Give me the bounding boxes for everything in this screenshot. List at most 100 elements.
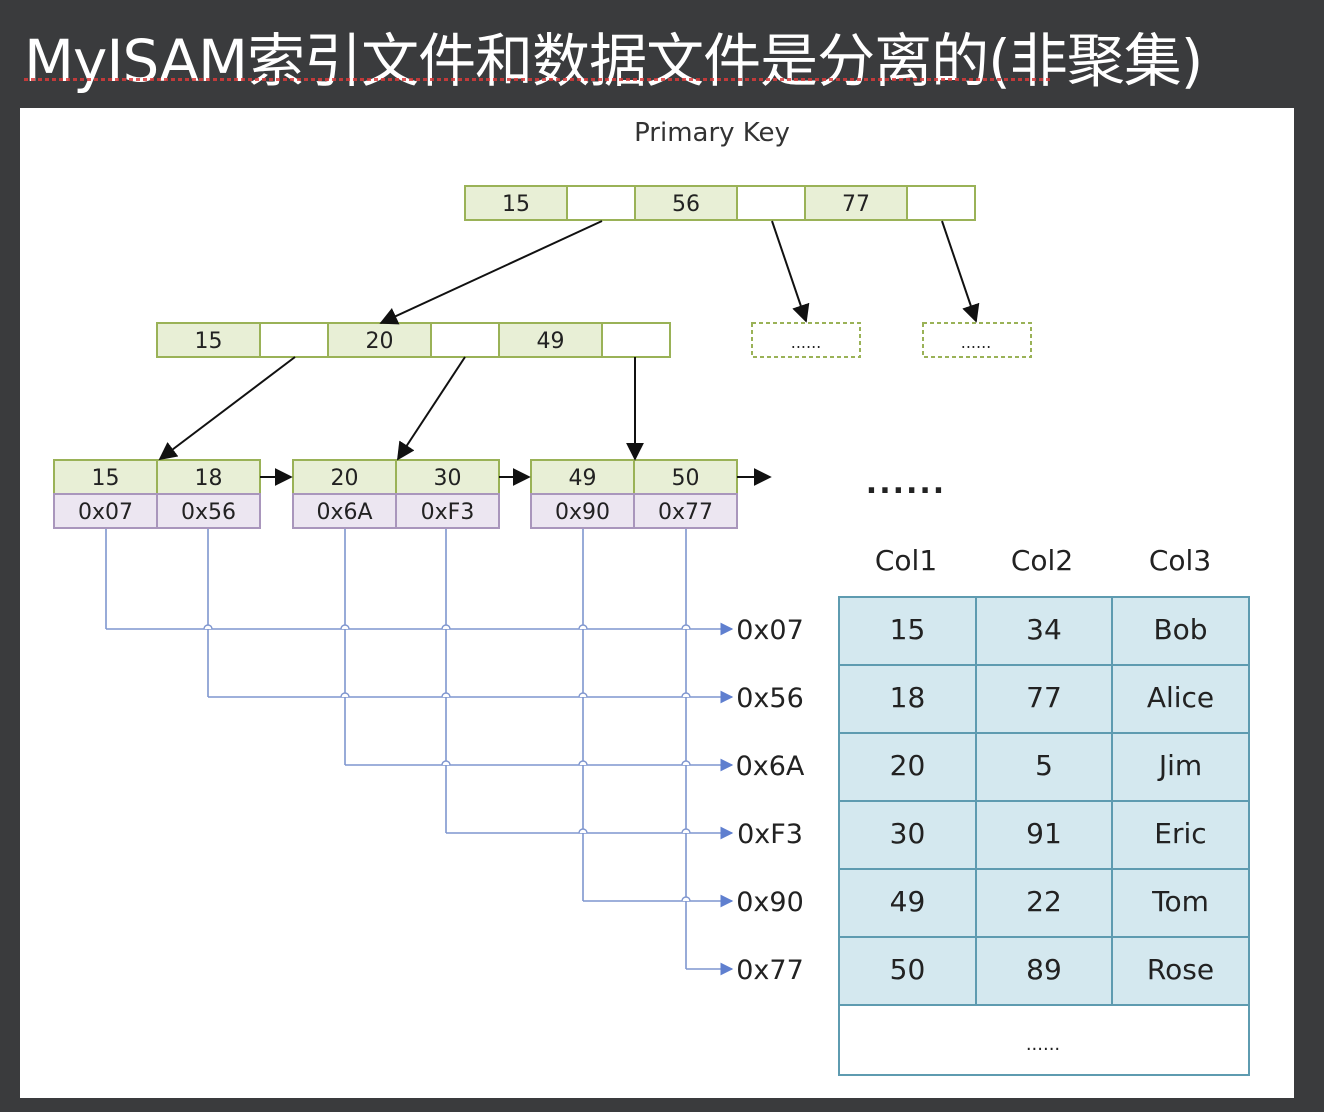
placeholder-node <box>751 322 861 358</box>
table-cell <box>975 732 1113 802</box>
row-address-label: 0x07 <box>736 615 804 646</box>
row-address-label: 0xF3 <box>737 819 803 850</box>
root-node-pointer-cell <box>736 185 806 221</box>
root-node-pointer-cell <box>566 185 636 221</box>
table-cell <box>838 868 977 938</box>
leaf-key-label: 50 <box>672 466 700 491</box>
table-cell-value: Alice <box>1147 681 1214 714</box>
row-address-label: 0x56 <box>736 683 804 714</box>
table-cell-value: 89 <box>1026 953 1062 986</box>
table-cell <box>1111 732 1250 802</box>
table-header: Col1 <box>875 544 937 577</box>
table-cell <box>1111 664 1250 734</box>
table-cell-value: 30 <box>890 817 926 850</box>
table-cell-value: 15 <box>890 613 926 646</box>
table-cell-value: Bob <box>1153 613 1207 646</box>
leaf-key-label: 30 <box>434 466 462 491</box>
table-cell-value: 34 <box>1026 613 1062 646</box>
inner-node-key-label: 49 <box>537 329 565 354</box>
inner-node-key-label: 15 <box>195 329 223 354</box>
root-node-key-cell <box>804 185 908 221</box>
line-crossing-hop <box>578 760 588 766</box>
line-crossing-hop <box>441 624 451 630</box>
table-header: Col3 <box>1149 544 1211 577</box>
leaf-address-label: 0x77 <box>658 500 713 525</box>
line-crossing-hop <box>578 828 588 834</box>
table-cell-value: 50 <box>890 953 926 986</box>
table-cell <box>1111 936 1250 1006</box>
table-cell-value: Tom <box>1151 885 1209 918</box>
leaf-key-label: 15 <box>92 466 120 491</box>
more-leaves-ellipsis: ...... <box>866 466 946 501</box>
leaf-key-label: 18 <box>195 466 223 491</box>
placeholder-ellipsis: ...... <box>961 333 992 352</box>
leaf-address-cell <box>395 493 500 529</box>
leaf-address-label: 0x07 <box>78 500 133 525</box>
inner-node-key-label: 20 <box>366 329 394 354</box>
leaf-address-cell <box>156 493 261 529</box>
root-node-key-label: 77 <box>842 192 870 217</box>
table-cell-value: 5 <box>1035 749 1053 782</box>
leaf-address-label: 0xF3 <box>421 500 475 525</box>
tree-arrow <box>379 220 603 325</box>
tree-arrows <box>158 220 980 486</box>
leaf-address-label: 0x56 <box>181 500 236 525</box>
line-crossing-hop <box>340 624 350 630</box>
table-header: Col2 <box>1011 544 1073 577</box>
table-cell-value: 91 <box>1026 817 1062 850</box>
tree-arrow <box>941 220 980 323</box>
placeholder-node <box>922 322 1032 358</box>
table-cell-value: 22 <box>1026 885 1062 918</box>
table-cell-value: Eric <box>1154 817 1206 850</box>
leaf-key-cell <box>530 459 635 495</box>
line-crossing-hop <box>340 692 350 698</box>
line-crossing-hop <box>681 760 691 766</box>
leaf-address-cell <box>530 493 635 529</box>
inner-node-key-cell <box>327 322 432 358</box>
table-cell <box>975 868 1113 938</box>
btree-nodes: 15 56 77 15 20 49............ 15 18 0x07 0x56 20 30… <box>53 185 1032 529</box>
inner-node-pointer-cell <box>259 322 329 358</box>
spellcheck-underline <box>24 78 1050 81</box>
table-cell <box>975 936 1113 1006</box>
line-crossing-hop <box>681 624 691 630</box>
table-cell <box>838 732 977 802</box>
table-cell-value: 77 <box>1026 681 1062 714</box>
leaf-address-label: 0x6A <box>316 500 372 525</box>
primary-key-label: Primary Key <box>634 118 790 148</box>
page-title: MyISAM索引文件和数据文件是分离的(非聚集) <box>24 27 1203 95</box>
table-cell <box>975 800 1113 870</box>
tree-arrow <box>158 356 296 461</box>
leaf-address-cell <box>633 493 738 529</box>
root-node-pointer-cell <box>906 185 976 221</box>
table-cell-value: Rose <box>1147 953 1214 986</box>
root-node-key-label: 15 <box>502 192 530 217</box>
table-cell-value: 49 <box>890 885 926 918</box>
tree-arrow <box>771 220 810 323</box>
leaf-address-label: 0x90 <box>555 500 610 525</box>
table-cell <box>1111 596 1250 666</box>
table-cell <box>838 800 977 870</box>
table-cell-value: Jim <box>1157 749 1202 782</box>
inner-node-pointer-cell <box>430 322 500 358</box>
leaf-address-cell <box>292 493 397 529</box>
leaf-key-label: 49 <box>569 466 597 491</box>
inner-node-key-cell <box>498 322 603 358</box>
tree-arrow <box>397 356 466 461</box>
line-crossing-hop <box>578 692 588 698</box>
line-crossing-hop <box>441 760 451 766</box>
root-node-key-label: 56 <box>672 192 700 217</box>
line-crossing-hop <box>681 896 691 902</box>
table-footer-ellipsis: ...... <box>1026 1034 1060 1055</box>
line-crossing-hop <box>203 624 213 630</box>
table-footer-row <box>838 1004 1250 1076</box>
line-crossing-hop <box>681 692 691 698</box>
leaf-key-cell <box>156 459 261 495</box>
table-cell-value: 20 <box>890 749 926 782</box>
leaf-key-label: 20 <box>331 466 359 491</box>
row-address-label: 0x90 <box>736 887 804 918</box>
line-crossing-hop <box>578 624 588 630</box>
row-address-label: 0x77 <box>736 955 804 986</box>
